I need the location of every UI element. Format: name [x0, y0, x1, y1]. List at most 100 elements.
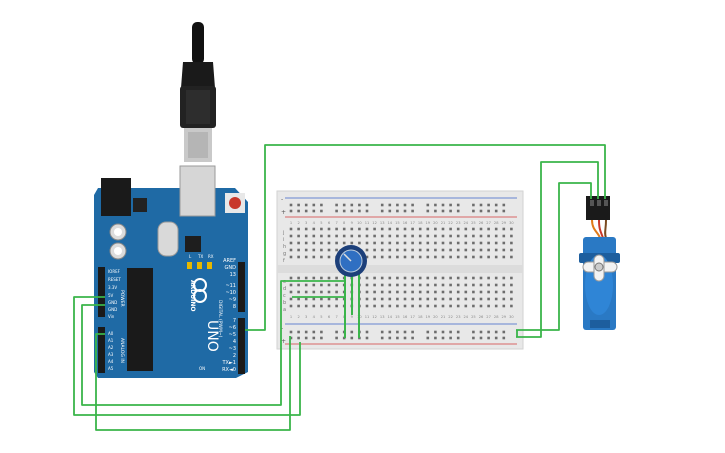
- servo-motor[interactable]: [579, 196, 620, 330]
- rail-hole[interactable]: [388, 209, 392, 213]
- breadboard-hole[interactable]: [487, 255, 490, 259]
- breadboard-hole[interactable]: [320, 276, 323, 280]
- breadboard-hole[interactable]: [403, 297, 407, 301]
- rail-hole[interactable]: [350, 336, 354, 340]
- rail-hole[interactable]: [312, 209, 316, 213]
- breadboard-hole[interactable]: [388, 283, 392, 287]
- breadboard-hole[interactable]: [494, 276, 498, 280]
- rail-hole[interactable]: [388, 336, 392, 340]
- breadboard-hole[interactable]: [403, 255, 407, 259]
- breadboard-hole[interactable]: [411, 227, 414, 231]
- breadboard-hole[interactable]: [396, 304, 399, 308]
- breadboard-hole[interactable]: [426, 283, 430, 287]
- breadboard-hole[interactable]: [464, 304, 468, 308]
- breadboard-hole[interactable]: [373, 283, 376, 287]
- breadboard-hole[interactable]: [312, 227, 316, 231]
- breadboard-hole[interactable]: [388, 297, 392, 301]
- breadboard-hole[interactable]: [289, 255, 293, 259]
- rail-hole[interactable]: [441, 330, 445, 334]
- breadboard-hole[interactable]: [304, 255, 308, 259]
- breadboard-hole[interactable]: [434, 283, 437, 287]
- breadboard-hole[interactable]: [411, 297, 414, 301]
- breadboard-hole[interactable]: [342, 241, 346, 245]
- breadboard-hole[interactable]: [350, 234, 354, 238]
- breadboard-hole[interactable]: [380, 241, 384, 245]
- breadboard-hole[interactable]: [320, 290, 323, 294]
- breadboard-hole[interactable]: [320, 248, 323, 252]
- breadboard-hole[interactable]: [388, 234, 392, 238]
- rail-hole[interactable]: [297, 209, 300, 213]
- breadboard-hole[interactable]: [494, 248, 498, 252]
- rail-hole[interactable]: [479, 209, 483, 213]
- breadboard-hole[interactable]: [358, 234, 361, 238]
- rail-hole[interactable]: [380, 330, 384, 334]
- rail-hole[interactable]: [365, 203, 369, 207]
- breadboard-hole[interactable]: [479, 297, 483, 301]
- rail-hole[interactable]: [472, 203, 475, 207]
- breadboard-hole[interactable]: [418, 297, 422, 301]
- breadboard-hole[interactable]: [426, 297, 430, 301]
- rail-hole[interactable]: [494, 209, 498, 213]
- breadboard-hole[interactable]: [411, 248, 414, 252]
- breadboard-hole[interactable]: [479, 255, 483, 259]
- rail-hole[interactable]: [380, 209, 384, 213]
- breadboard-hole[interactable]: [388, 304, 392, 308]
- breadboard-hole[interactable]: [365, 283, 369, 287]
- rail-hole[interactable]: [487, 209, 490, 213]
- breadboard-hole[interactable]: [289, 248, 293, 252]
- breadboard-hole[interactable]: [494, 283, 498, 287]
- breadboard-hole[interactable]: [320, 227, 323, 231]
- rail-hole[interactable]: [388, 330, 392, 334]
- breadboard-hole[interactable]: [510, 248, 513, 252]
- breadboard-hole[interactable]: [464, 241, 468, 245]
- breadboard[interactable]: - + - + j i h g f e d c b a 112233445566…: [276, 190, 524, 350]
- breadboard-hole[interactable]: [449, 297, 452, 301]
- breadboard-hole[interactable]: [320, 234, 323, 238]
- rail-hole[interactable]: [456, 336, 460, 340]
- breadboard-hole[interactable]: [312, 276, 316, 280]
- breadboard-hole[interactable]: [479, 290, 483, 294]
- breadboard-hole[interactable]: [502, 248, 506, 252]
- breadboard-hole[interactable]: [327, 283, 331, 287]
- breadboard-hole[interactable]: [418, 227, 422, 231]
- rail-hole[interactable]: [479, 203, 483, 207]
- rail-hole[interactable]: [289, 209, 293, 213]
- breadboard-hole[interactable]: [365, 297, 369, 301]
- breadboard-hole[interactable]: [297, 248, 300, 252]
- breadboard-hole[interactable]: [335, 290, 338, 294]
- breadboard-hole[interactable]: [426, 234, 430, 238]
- breadboard-hole[interactable]: [502, 304, 506, 308]
- breadboard-hole[interactable]: [502, 255, 506, 259]
- breadboard-hole[interactable]: [335, 248, 338, 252]
- breadboard-hole[interactable]: [396, 241, 399, 245]
- rail-hole[interactable]: [289, 330, 293, 334]
- breadboard-hole[interactable]: [502, 276, 506, 280]
- breadboard-hole[interactable]: [472, 290, 475, 294]
- rail-hole[interactable]: [335, 330, 338, 334]
- breadboard-hole[interactable]: [327, 290, 331, 294]
- breadboard-hole[interactable]: [418, 283, 422, 287]
- rail-hole[interactable]: [502, 336, 506, 340]
- breadboard-hole[interactable]: [502, 241, 506, 245]
- breadboard-hole[interactable]: [441, 248, 445, 252]
- rail-hole[interactable]: [426, 336, 430, 340]
- rail-hole[interactable]: [434, 203, 437, 207]
- breadboard-hole[interactable]: [312, 290, 316, 294]
- breadboard-hole[interactable]: [510, 276, 513, 280]
- rail-hole[interactable]: [472, 330, 475, 334]
- breadboard-hole[interactable]: [487, 248, 490, 252]
- breadboard-hole[interactable]: [411, 283, 414, 287]
- wire-a0-pot[interactable]: [95, 333, 291, 431]
- breadboard-hole[interactable]: [487, 304, 490, 308]
- breadboard-hole[interactable]: [510, 290, 513, 294]
- breadboard-hole[interactable]: [441, 234, 445, 238]
- breadboard-hole[interactable]: [449, 255, 452, 259]
- rail-hole[interactable]: [320, 203, 323, 207]
- breadboard-hole[interactable]: [502, 297, 506, 301]
- breadboard-hole[interactable]: [441, 276, 445, 280]
- breadboard-hole[interactable]: [388, 241, 392, 245]
- breadboard-hole[interactable]: [464, 255, 468, 259]
- breadboard-hole[interactable]: [365, 234, 369, 238]
- breadboard-hole[interactable]: [388, 276, 392, 280]
- breadboard-hole[interactable]: [373, 290, 376, 294]
